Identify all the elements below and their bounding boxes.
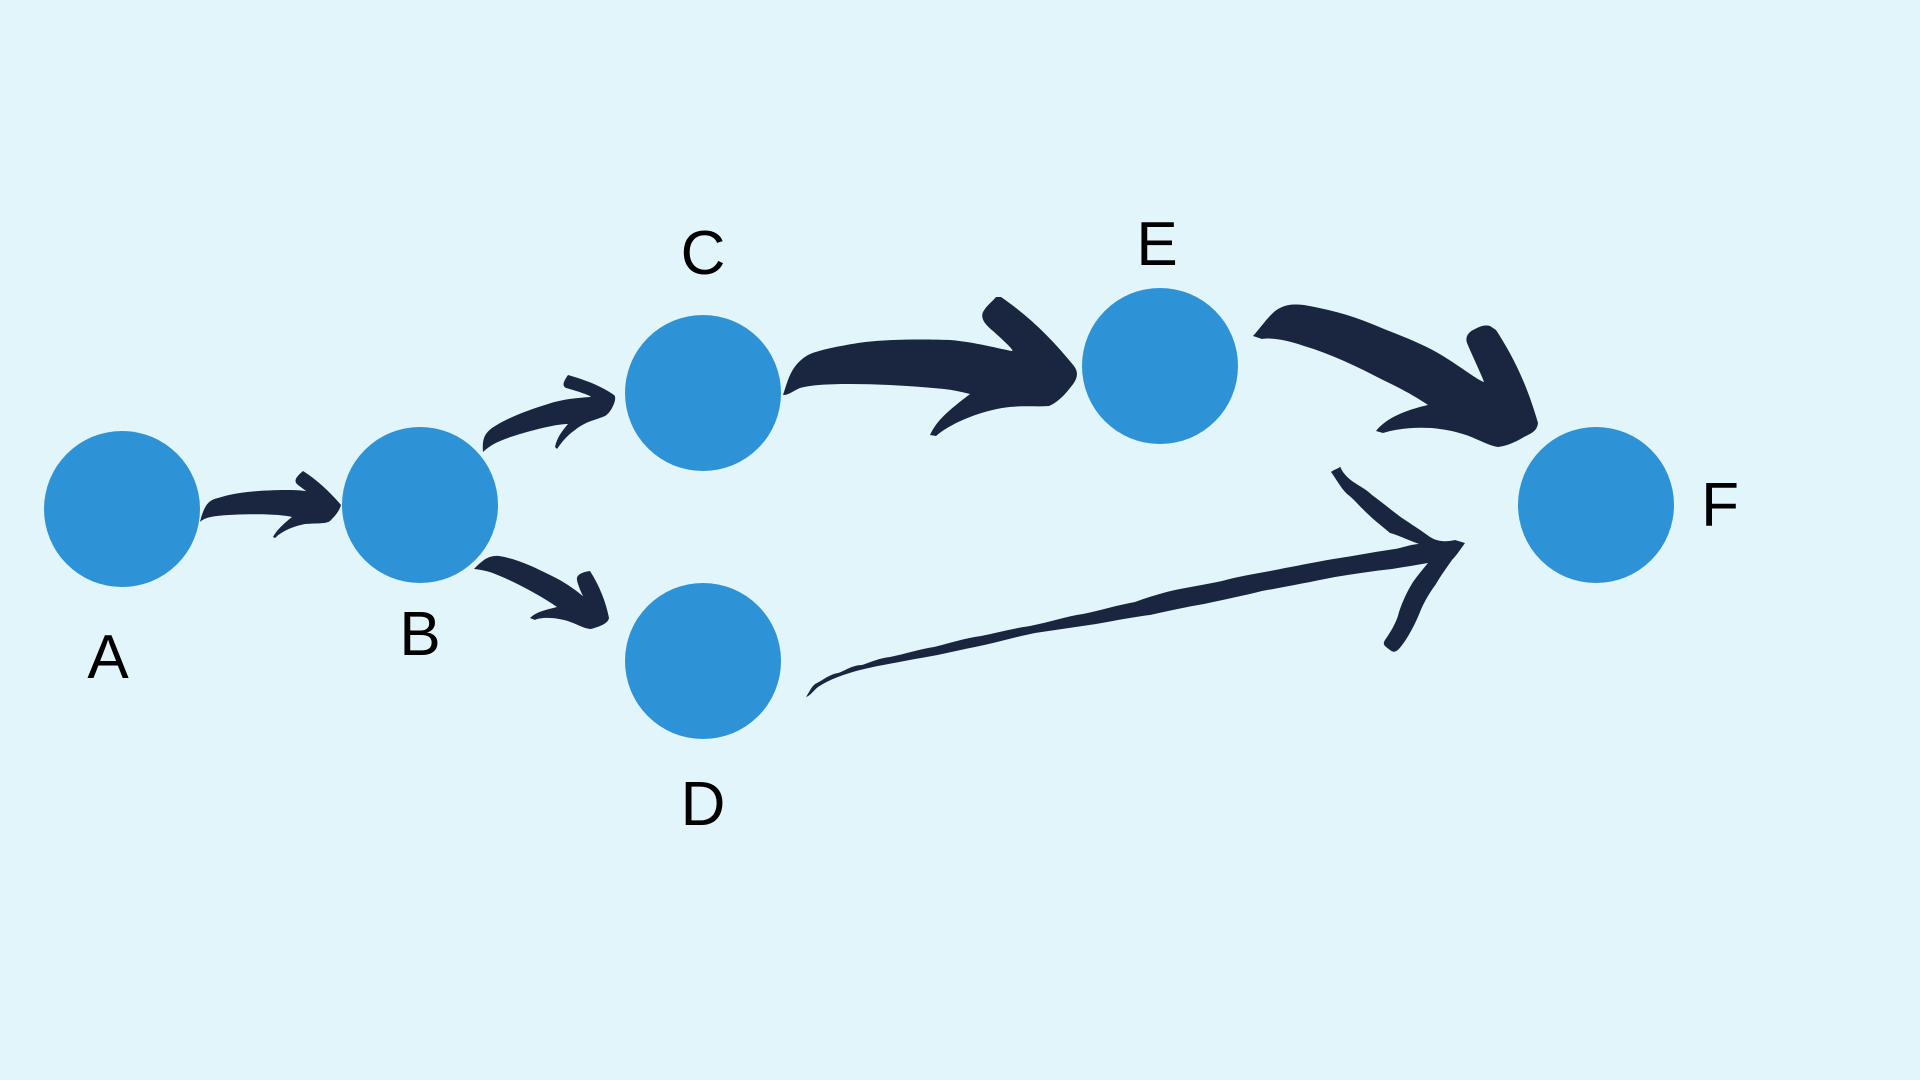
node-E — [1082, 288, 1238, 444]
arrow-A-to-B — [200, 471, 341, 538]
node-label-D: D — [681, 770, 726, 839]
arrow-C-to-E — [783, 297, 1077, 436]
node-label-E: E — [1136, 210, 1177, 279]
node-label-A: A — [87, 623, 129, 692]
node-F — [1518, 427, 1674, 583]
node-C — [625, 315, 781, 471]
arrow-D-to-F — [806, 466, 1465, 697]
arrow-E-to-F — [1253, 304, 1538, 447]
node-D — [625, 583, 781, 739]
node-label-B: B — [399, 600, 440, 669]
edges — [200, 297, 1538, 697]
nodes — [44, 288, 1674, 739]
arrow-B-to-D — [474, 555, 609, 629]
node-label-F: F — [1701, 471, 1739, 540]
node-labels: A B C D E F — [87, 210, 1739, 839]
node-B — [342, 427, 498, 583]
node-A — [44, 431, 200, 587]
arrow-B-to-C — [482, 375, 616, 452]
node-label-C: C — [681, 219, 726, 288]
